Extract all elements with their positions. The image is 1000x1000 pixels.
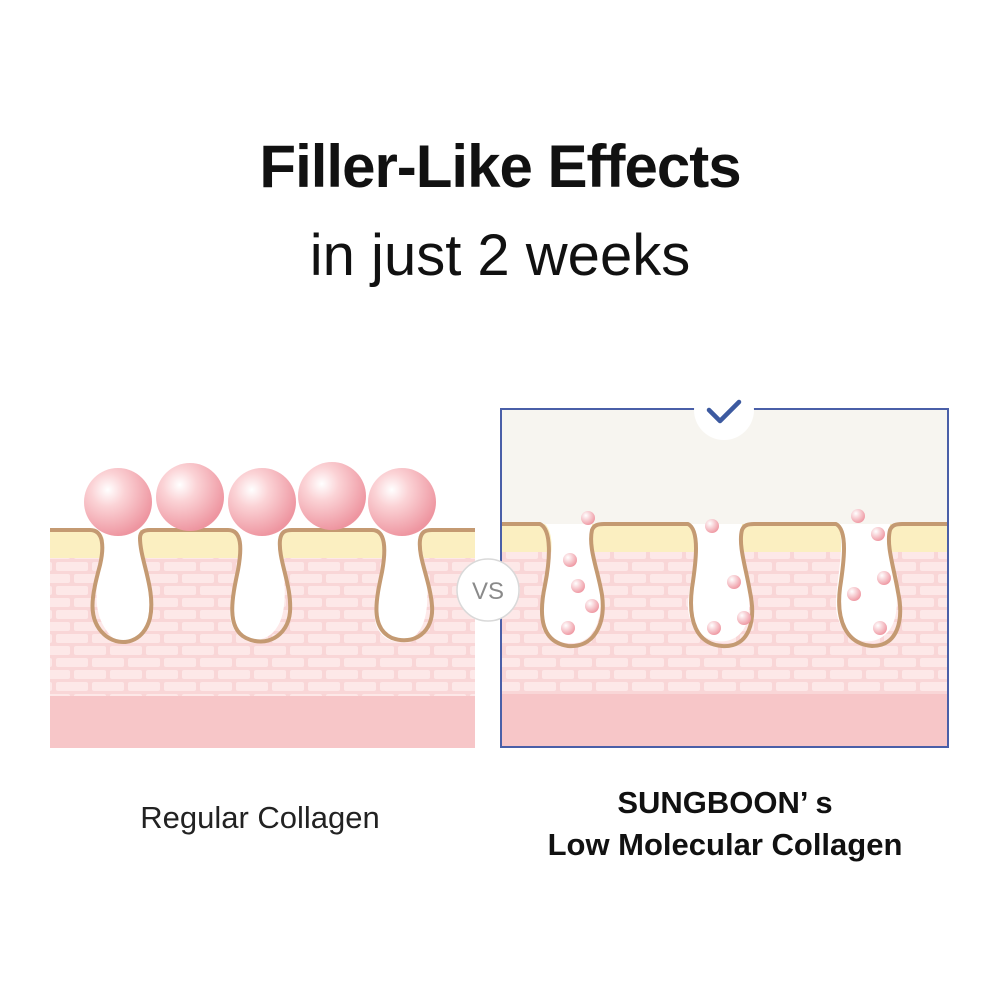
skin-pore	[541, 524, 601, 644]
skin-pore	[90, 529, 150, 642]
low-molecular-collagen-panel	[500, 408, 949, 748]
regular-collagen-panel	[50, 462, 475, 748]
collagen-molecule	[298, 462, 366, 530]
headline-title: Filler-Like Effects	[259, 133, 741, 200]
collagen-molecule	[228, 468, 296, 536]
skin-surface-outline	[50, 528, 475, 644]
vs-badge: VS	[456, 558, 520, 622]
collagen-molecule	[368, 468, 436, 536]
skin-pore	[687, 524, 750, 642]
checkmark-badge	[694, 380, 754, 440]
headline-subtitle: in just 2 weeks	[309, 223, 691, 288]
skin-pore	[836, 524, 897, 642]
caption-product-line: Low Molecular Collagen	[547, 827, 903, 862]
regular-collagen-caption: Regular Collagen	[140, 800, 380, 835]
collagen-molecule	[84, 468, 152, 536]
checkmark-icon	[706, 399, 742, 424]
collagen-molecule	[156, 463, 224, 531]
comparison-diagram: VS	[50, 380, 949, 748]
skin-pore	[374, 530, 430, 642]
low-molecular-collagen-caption: SUNGBOON’ s Low Molecular Collagen	[500, 782, 950, 866]
vs-label: VS	[472, 578, 504, 605]
skin-pore	[229, 530, 290, 641]
small-collagen-molecules	[561, 509, 891, 635]
caption-brand-line: SUNGBOON’ s	[617, 785, 833, 820]
skin-surface-outline	[502, 522, 947, 649]
